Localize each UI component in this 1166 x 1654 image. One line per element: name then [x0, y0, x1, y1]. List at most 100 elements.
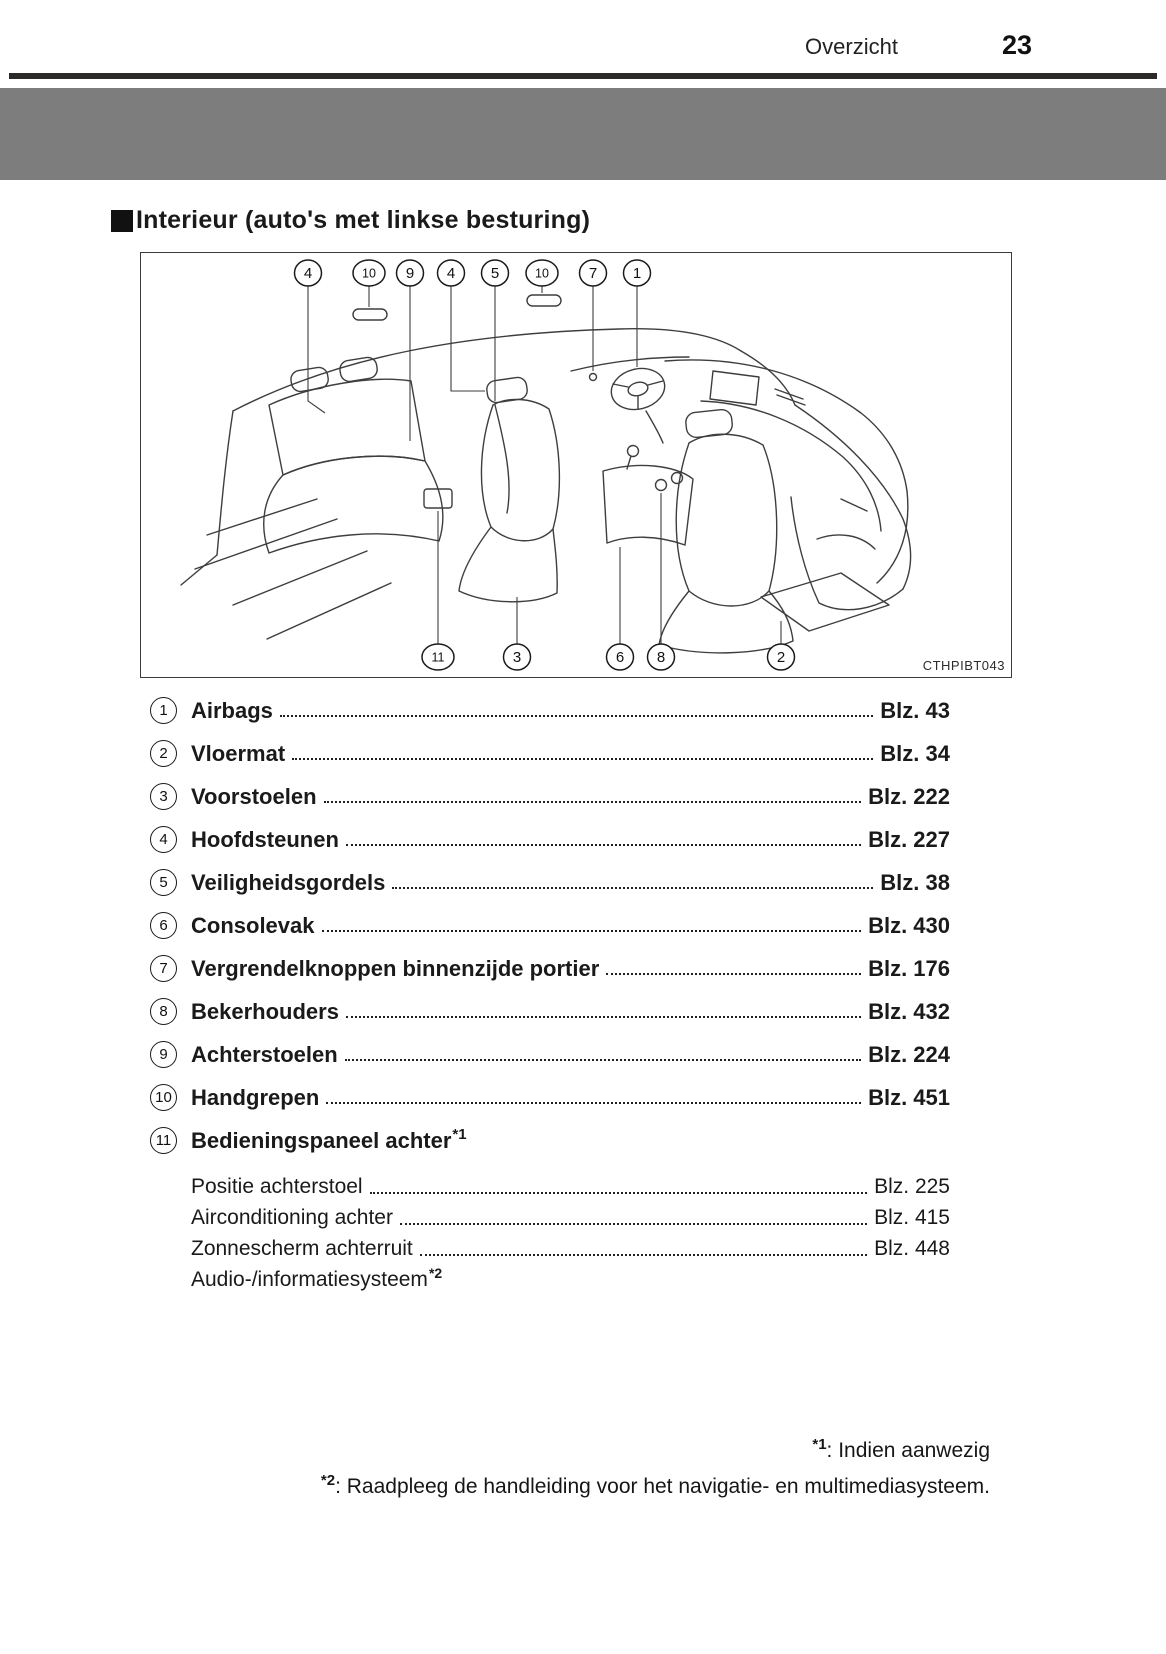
- toc-sub-list: Positie achterstoel Blz. 225 Airconditio…: [191, 1169, 950, 1293]
- toc-item-label: Hoofdsteunen: [191, 826, 339, 852]
- footnote-line-2: *2: Raadpleeg de handleiding voor het na…: [320, 1469, 990, 1506]
- footnote-marker: *2: [428, 1264, 443, 1281]
- toc-page-ref: Blz. 451: [868, 1084, 950, 1110]
- callout-bubble-11: 11: [421, 643, 455, 671]
- toc-page-ref: Blz. 227: [868, 826, 950, 852]
- toc-subrow-positie: Positie achterstoel Blz. 225: [191, 1169, 950, 1200]
- toc-row-veiligheidsgordels: 5 Veiligheidsgordels Blz. 38: [150, 868, 950, 896]
- toc-row-bedieningspaneel: 11 Bedieningspaneel achter*1: [150, 1126, 950, 1154]
- callout-number-badge: 3: [150, 782, 177, 810]
- svg-text:7: 7: [589, 265, 597, 282]
- header-section-label: Overzicht: [805, 34, 898, 59]
- svg-text:2: 2: [777, 649, 785, 666]
- toc-page-ref: Blz. 38: [880, 869, 950, 895]
- callout-number-badge: 2: [150, 739, 177, 767]
- toc-page-ref: Blz. 432: [868, 998, 950, 1024]
- toc-row-achterstoelen: 9 Achterstoelen Blz. 224: [150, 1040, 950, 1068]
- dot-leader: [345, 1016, 862, 1018]
- footnote-line-1: *1: Indien aanwezig: [320, 1433, 990, 1470]
- callout-bubble-7: 7: [578, 259, 608, 287]
- svg-text:4: 4: [447, 265, 455, 282]
- dot-leader: [321, 930, 862, 932]
- dot-leader: [345, 844, 862, 846]
- toc-item-label: Vloermat: [191, 740, 286, 766]
- toc-page-ref: Blz. 430: [868, 912, 950, 938]
- svg-text:3: 3: [513, 649, 521, 666]
- callout-bubble-4a: 4: [293, 259, 323, 287]
- toc-item-label: Bedieningspaneel achter*1: [191, 1125, 467, 1154]
- callout-number-badge: 6: [150, 911, 177, 939]
- callout-leader-lines: [307, 286, 782, 644]
- dot-leader: [323, 801, 862, 803]
- image-code: CTHPIBT043: [922, 658, 1005, 673]
- callout-number-badge: 1: [150, 696, 177, 724]
- toc-page-ref: Blz. 222: [868, 783, 950, 809]
- toc-row-vloermat: 2 Vloermat Blz. 34: [150, 739, 950, 767]
- header-page-number: 23: [1001, 30, 1032, 60]
- footnote-text: : Indien aanwezig: [826, 1438, 990, 1462]
- dot-leader: [399, 1223, 868, 1225]
- callout-bubble-2: 2: [766, 643, 796, 671]
- dot-leader: [419, 1254, 868, 1256]
- svg-text:5: 5: [491, 265, 499, 282]
- toc-subrow-audio: Audio-/informatiesysteem*2: [191, 1262, 950, 1293]
- legend-list: 1 Airbags Blz. 43 2 Vloermat Blz. 34 3 V…: [150, 696, 950, 1293]
- callout-number-badge: 7: [150, 954, 177, 982]
- callout-bubble-8: 8: [646, 643, 676, 671]
- toc-page-ref: Blz. 176: [868, 955, 950, 981]
- callout-bubble-10a: 10: [352, 259, 386, 287]
- callout-bubble-5: 5: [480, 259, 510, 287]
- dot-leader: [326, 1102, 862, 1104]
- callout-number-badge: 5: [150, 868, 177, 896]
- callout-number-badge: 8: [150, 997, 177, 1025]
- toc-page-ref: Blz. 224: [868, 1041, 950, 1067]
- toc-page-ref: Blz. 34: [880, 740, 950, 766]
- toc-row-voorstoelen: 3 Voorstoelen Blz. 222: [150, 782, 950, 810]
- dot-leader: [279, 715, 874, 717]
- svg-text:10: 10: [535, 267, 549, 281]
- car-interior-line-art: [180, 294, 912, 654]
- toc-item-label: Vergrendelknoppen binnenzijde portier: [191, 955, 600, 981]
- dot-leader: [344, 1059, 862, 1061]
- dot-leader: [606, 973, 862, 975]
- toc-item-label: Voorstoelen: [191, 783, 317, 809]
- header-rule: [9, 73, 1157, 79]
- toc-item-label-text: Bedieningspaneel achter: [191, 1127, 452, 1153]
- callout-bubble-1: 1: [622, 259, 652, 287]
- toc-subrow-airco: Airconditioning achter Blz. 415: [191, 1200, 950, 1231]
- toc-row-hoofdsteunen: 4 Hoofdsteunen Blz. 227: [150, 825, 950, 853]
- toc-item-label: Airbags: [191, 697, 273, 723]
- section-title: Interieur (auto's met linkse besturing): [111, 206, 1166, 235]
- svg-text:6: 6: [616, 649, 624, 666]
- footnotes: *1: Indien aanwezig *2: Raadpleeg de han…: [320, 1433, 990, 1507]
- toc-page-ref: Blz. 225: [874, 1174, 950, 1198]
- callout-number-badge: 11: [150, 1126, 177, 1154]
- toc-subrow-zonnescherm: Zonnescherm achterruit Blz. 448: [191, 1231, 950, 1262]
- svg-text:4: 4: [304, 265, 312, 282]
- toc-subitem-label: Positie achterstoel: [191, 1174, 363, 1198]
- callout-bubble-3: 3: [502, 643, 532, 671]
- footnote-marker: *1: [452, 1125, 467, 1143]
- toc-row-bekerhouders: 8 Bekerhouders Blz. 432: [150, 997, 950, 1025]
- callout-bubble-10b: 10: [525, 259, 559, 287]
- toc-row-handgrepen: 10 Handgrepen Blz. 451: [150, 1083, 950, 1111]
- svg-text:1: 1: [633, 265, 641, 282]
- toc-row-consolevak: 6 Consolevak Blz. 430: [150, 911, 950, 939]
- callout-bubble-6: 6: [605, 643, 635, 671]
- toc-item-label: Consolevak: [191, 912, 315, 938]
- dot-leader: [369, 1192, 868, 1194]
- dot-leader: [392, 887, 874, 889]
- toc-page-ref: Blz. 43: [880, 697, 950, 723]
- svg-text:11: 11: [432, 651, 445, 665]
- callout-number-badge: 9: [150, 1040, 177, 1068]
- toc-subitem-label-text: Audio-/informatiesysteem: [191, 1267, 428, 1291]
- toc-page-ref: Blz. 448: [874, 1236, 950, 1260]
- callout-number-badge: 4: [150, 825, 177, 853]
- section-marker-icon: [111, 209, 133, 232]
- callout-bubble-9: 9: [395, 259, 425, 287]
- callout-bubble-4b: 4: [436, 259, 466, 287]
- toc-page-ref: Blz. 415: [874, 1205, 950, 1229]
- toc-row-airbags: 1 Airbags Blz. 43: [150, 696, 950, 724]
- toc-item-label: Veiligheidsgordels: [191, 869, 386, 895]
- diagram-panel: 4 10 9 4 5 10 7 1: [140, 252, 1012, 678]
